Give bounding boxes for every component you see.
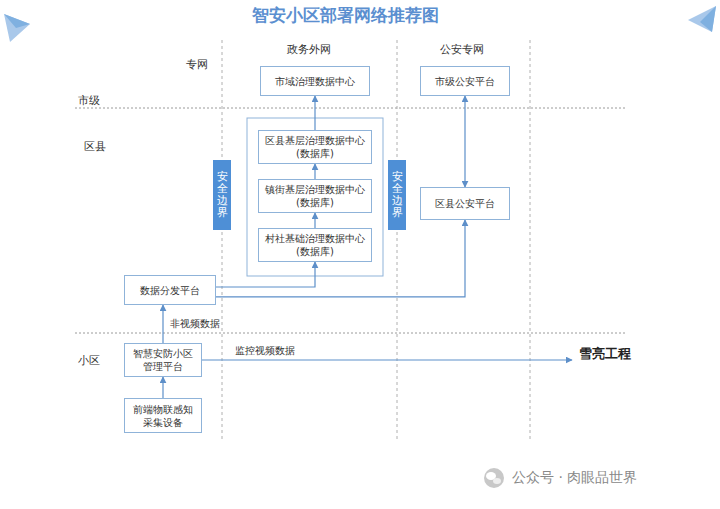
node-text: 智慧安防小区管理平台 xyxy=(130,347,196,373)
edge-label: 非视频数据 xyxy=(169,317,221,331)
node-text: 区县基层治理数据中心(数据库) xyxy=(264,134,366,160)
watermark: 公众号 · 肉眼品世界 xyxy=(512,469,637,487)
connector-arrow xyxy=(314,164,315,179)
zone-label: 政务外网 xyxy=(287,42,331,57)
process-box: 镇街基层治理数据中心(数据库) xyxy=(258,179,372,213)
node-text: 数据分发平台 xyxy=(140,284,200,297)
connector-arrow xyxy=(202,359,572,360)
level-divider xyxy=(75,333,625,334)
node-text: 镇街基层治理数据中心(数据库) xyxy=(264,183,366,209)
node-text: 村社基础治理数据中心(数据库) xyxy=(264,232,366,258)
zone-label: 专网 xyxy=(186,57,208,72)
node-text: 区县公安平台 xyxy=(435,197,495,210)
group-box xyxy=(247,118,383,276)
process-box: 数据分发平台 xyxy=(124,275,216,305)
connector-arrow xyxy=(216,262,315,287)
process-box: 村社基础治理数据中心(数据库) xyxy=(258,228,372,262)
connector-arrow xyxy=(162,377,163,398)
level-divider xyxy=(75,108,625,109)
corner-decoration xyxy=(4,14,30,42)
network-divider xyxy=(222,40,223,442)
diagram-title: 智安小区部署网络推荐图 xyxy=(252,4,439,27)
boundary-band: 安全边界 xyxy=(213,160,231,230)
node-text: 市域治理数据中心 xyxy=(275,75,355,88)
wechat-icon xyxy=(484,468,504,488)
process-box: 市域治理数据中心 xyxy=(260,66,370,96)
node-text: 雪亮工程 xyxy=(579,346,631,363)
connector-arrow xyxy=(464,96,465,187)
process-box: 区县基层治理数据中心(数据库) xyxy=(258,130,372,164)
target-text: 雪亮工程 xyxy=(572,343,638,365)
node-text: 安全边界 xyxy=(392,171,403,219)
zone-label: 小区 xyxy=(78,353,100,368)
corner-decoration xyxy=(688,6,716,32)
corner-decoration xyxy=(700,6,716,32)
edge-label: 监控视频数据 xyxy=(234,344,296,358)
network-divider xyxy=(397,40,398,442)
connector-arrow xyxy=(216,220,465,297)
process-box: 前端物联感知采集设备 xyxy=(124,398,202,433)
network-divider xyxy=(530,40,531,442)
process-box: 智慧安防小区管理平台 xyxy=(124,343,202,377)
node-text: 市级公安平台 xyxy=(435,75,495,88)
zone-label: 市级 xyxy=(78,93,100,108)
node-text: 安全边界 xyxy=(217,171,228,219)
process-box: 区县公安平台 xyxy=(420,187,510,220)
zone-label: 公安专网 xyxy=(440,42,484,57)
connector-arrow xyxy=(314,213,315,228)
wechat-icon xyxy=(484,468,504,488)
connector-arrow xyxy=(162,305,163,343)
connector-arrow xyxy=(314,96,315,130)
node-text: 前端物联感知采集设备 xyxy=(130,403,196,429)
process-box: 市级公安平台 xyxy=(420,66,510,96)
boundary-band: 安全边界 xyxy=(388,160,406,230)
zone-label: 区县 xyxy=(84,139,106,154)
corner-decoration xyxy=(4,14,30,28)
wechat-icon xyxy=(493,478,501,484)
